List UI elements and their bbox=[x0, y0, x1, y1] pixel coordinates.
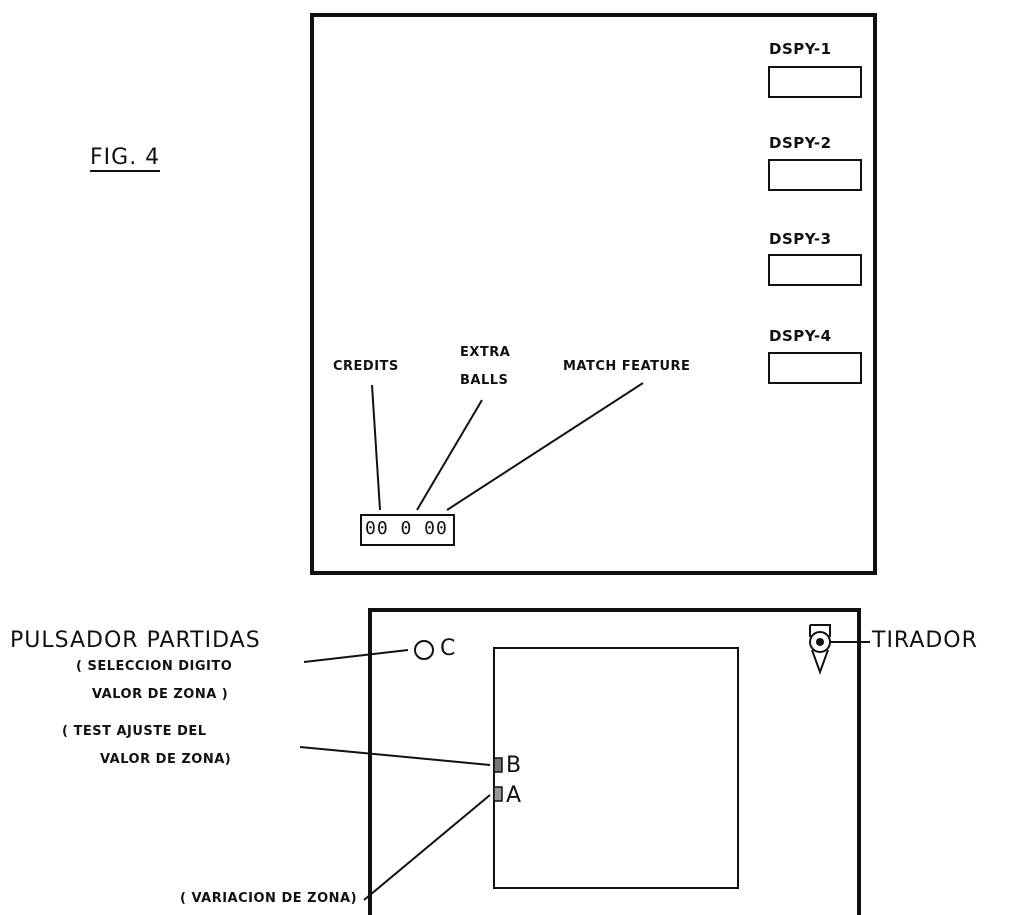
pulsador-sub-line1: ( SELECCION DIGITO bbox=[76, 659, 233, 674]
variacion-label: ( VARIACION DE ZONA) bbox=[180, 891, 358, 906]
pulsador-label: PULSADOR PARTIDAS bbox=[10, 628, 261, 653]
switch-b-icon bbox=[493, 757, 503, 773]
playfield-inner-area bbox=[493, 647, 739, 889]
variacion-leader bbox=[363, 794, 491, 901]
tirador-label: TIRADOR bbox=[872, 628, 978, 653]
display-box-3 bbox=[768, 254, 862, 286]
button-c-circle bbox=[414, 640, 434, 660]
display-box-1 bbox=[768, 66, 862, 98]
credits-leader bbox=[371, 384, 381, 511]
display-label-3: DSPY-3 bbox=[769, 230, 832, 248]
display-box-4 bbox=[768, 352, 862, 384]
button-c-label: C bbox=[440, 636, 457, 661]
match-feature-label: MATCH FEATURE bbox=[563, 359, 691, 374]
display-label-1: DSPY-1 bbox=[769, 40, 832, 58]
extra-balls-label-line2: BALLS bbox=[460, 373, 509, 388]
switch-a-label: A bbox=[506, 783, 523, 808]
pulsador-sub-line2: VALOR DE ZONA ) bbox=[92, 687, 229, 702]
test-leader bbox=[299, 746, 491, 766]
test-label-line1: ( TEST AJUSTE DEL bbox=[62, 724, 207, 739]
extra-balls-label-line1: EXTRA bbox=[460, 345, 511, 360]
playfield-frame bbox=[368, 608, 861, 915]
display-label-2: DSPY-2 bbox=[769, 134, 832, 152]
match-feature-leader bbox=[446, 382, 644, 511]
figure-label: FIG. 4 bbox=[90, 145, 161, 172]
backbox-frame bbox=[310, 13, 877, 575]
credits-label: CREDITS bbox=[333, 359, 399, 374]
digit-window bbox=[360, 514, 455, 546]
switch-a-icon bbox=[493, 786, 503, 802]
pulsador-leader bbox=[303, 649, 409, 663]
switch-b-label: B bbox=[506, 753, 523, 778]
test-label-line2: VALOR DE ZONA) bbox=[100, 752, 232, 767]
extra-balls-leader bbox=[416, 399, 483, 511]
plunger-icon bbox=[809, 624, 831, 675]
display-box-2 bbox=[768, 159, 862, 191]
digit-window-text: 00 0 00 bbox=[365, 518, 448, 539]
display-label-4: DSPY-4 bbox=[769, 327, 832, 345]
